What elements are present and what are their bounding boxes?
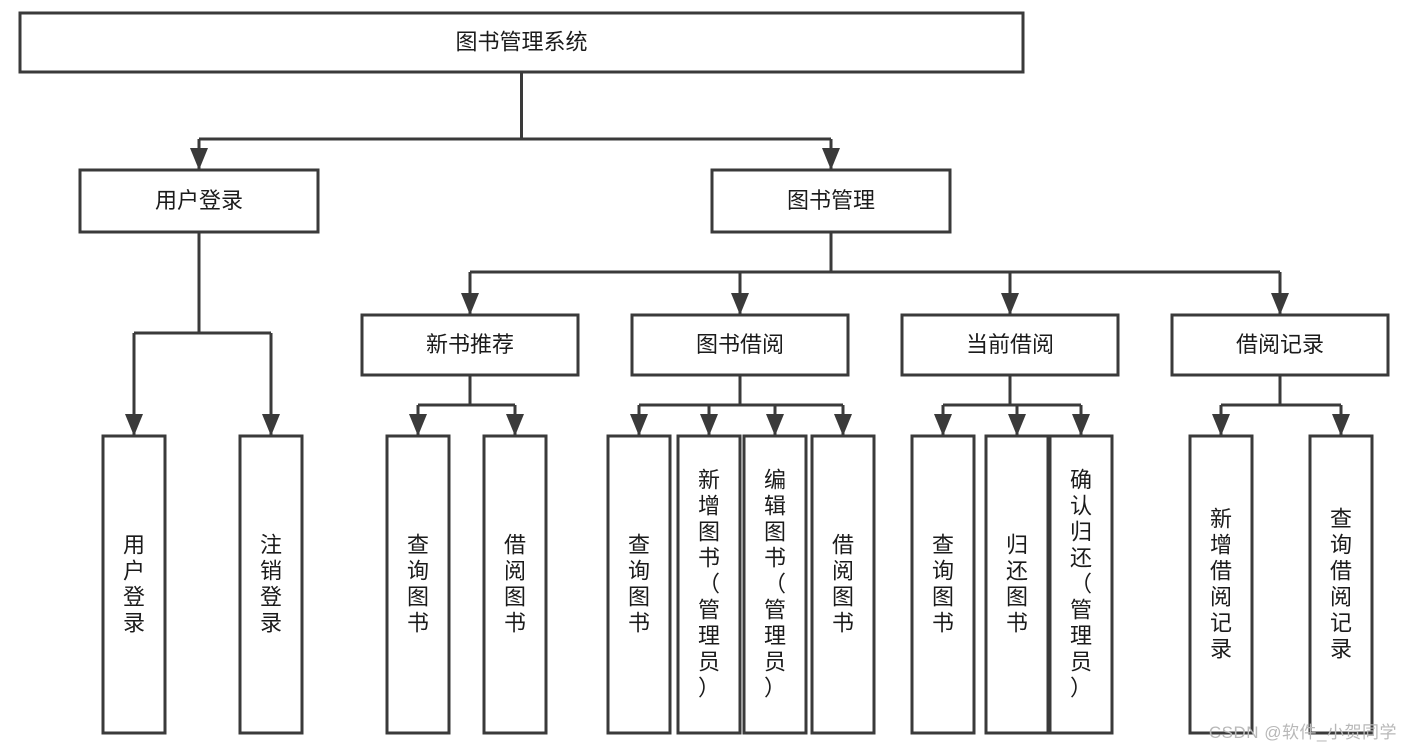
node-level2-3-box[interactable]	[1170, 313, 1390, 377]
l2-0-to-leaves-arrow-icon-0	[409, 414, 427, 436]
node-leaf-6-box[interactable]	[742, 434, 808, 735]
node-leaf-4-box[interactable]	[606, 434, 672, 735]
l2-2-to-leaves-arrow-icon-0	[934, 414, 952, 436]
l2-1-to-leaves-arrow-icon-2	[766, 414, 784, 436]
node-leaf-6-label: 编辑图书（管理员）	[764, 468, 786, 701]
node-leaf-5-label: 新增图书（管理员）	[698, 468, 720, 701]
node-leaf-11-label: 新增借阅记录	[1210, 507, 1232, 662]
node-level1-1[interactable]: 图书管理	[710, 168, 952, 234]
node-level2-1-label: 图书借阅	[696, 332, 784, 357]
node-level2-0[interactable]: 新书推荐	[360, 313, 580, 377]
node-level2-1-box[interactable]	[630, 313, 850, 377]
node-leaf-12-label: 查询借阅记录	[1330, 507, 1352, 662]
node-root-system-box[interactable]	[18, 11, 1025, 74]
login-to-leaves-arrow-icon-0	[125, 414, 143, 436]
books-to-level2-arrow-icon-3	[1271, 293, 1289, 315]
node-leaf-7[interactable]: 借阅图书	[810, 434, 876, 735]
node-leaf-11-box[interactable]	[1188, 434, 1254, 735]
node-level2-3[interactable]: 借阅记录	[1170, 313, 1390, 377]
node-leaf-5-box[interactable]	[676, 434, 742, 735]
node-level2-0-box[interactable]	[360, 313, 580, 377]
books-to-level2-arrow-icon-0	[461, 293, 479, 315]
node-level2-3-label: 借阅记录	[1236, 332, 1324, 357]
node-level1-1-label: 图书管理	[787, 188, 875, 213]
node-leaf-0-box[interactable]	[101, 434, 167, 735]
root-to-level1-arrow-icon-0	[190, 148, 208, 170]
node-root-system-label: 图书管理系统	[455, 29, 587, 54]
l2-1-to-leaves-arrow-icon-1	[700, 414, 718, 436]
diagram-nodes: 图书管理系统用户登录图书管理新书推荐图书借阅当前借阅借阅记录用户登录注销登录查询…	[18, 11, 1390, 735]
node-leaf-1-label: 注销登录	[260, 533, 282, 636]
node-leaf-12[interactable]: 查询借阅记录	[1308, 434, 1374, 735]
node-leaf-10-box[interactable]	[1048, 434, 1114, 735]
node-leaf-3-label: 借阅图书	[504, 533, 526, 636]
csdn-watermark: CSDN @软件_小贺同学	[1208, 723, 1397, 742]
node-leaf-8-label: 查询图书	[932, 533, 954, 636]
login-to-leaves-arrow-icon-1	[262, 414, 280, 436]
node-leaf-2-box[interactable]	[385, 434, 451, 735]
node-leaf-0-label: 用户登录	[123, 533, 145, 636]
node-level2-2-label: 当前借阅	[966, 332, 1054, 357]
node-level2-0-label: 新书推荐	[426, 332, 514, 357]
node-leaf-9-box[interactable]	[984, 434, 1050, 735]
l2-1-to-leaves-arrow-icon-3	[834, 414, 852, 436]
l2-0-to-leaves-arrow-icon-1	[506, 414, 524, 436]
node-leaf-7-label: 借阅图书	[832, 533, 854, 636]
node-leaf-6[interactable]: 编辑图书（管理员）	[742, 434, 808, 735]
node-leaf-3[interactable]: 借阅图书	[482, 434, 548, 735]
node-leaf-5[interactable]: 新增图书（管理员）	[676, 434, 742, 735]
l2-2-to-leaves-arrow-icon-1	[1008, 414, 1026, 436]
node-level1-0-box[interactable]	[78, 168, 320, 234]
node-level1-0-label: 用户登录	[155, 188, 243, 213]
node-level2-2[interactable]: 当前借阅	[900, 313, 1120, 377]
l2-1-to-leaves-arrow-icon-0	[630, 414, 648, 436]
node-leaf-4[interactable]: 查询图书	[606, 434, 672, 735]
node-leaf-10-label: 确认归还（管理员）	[1070, 468, 1092, 701]
connector-edges	[125, 72, 1350, 436]
node-leaf-9-label: 归还图书	[1006, 533, 1028, 636]
books-to-level2-arrow-icon-2	[1001, 293, 1019, 315]
l2-3-to-leaves-arrow-icon-1	[1332, 414, 1350, 436]
node-leaf-12-box[interactable]	[1308, 434, 1374, 735]
node-level2-1[interactable]: 图书借阅	[630, 313, 850, 377]
node-root-system[interactable]: 图书管理系统	[18, 11, 1025, 74]
node-leaf-1[interactable]: 注销登录	[238, 434, 304, 735]
node-leaf-2[interactable]: 查询图书	[385, 434, 451, 735]
node-leaf-1-box[interactable]	[238, 434, 304, 735]
books-to-level2-arrow-icon-1	[731, 293, 749, 315]
node-leaf-0[interactable]: 用户登录	[101, 434, 167, 735]
node-leaf-4-label: 查询图书	[628, 533, 650, 636]
node-leaf-10[interactable]: 确认归还（管理员）	[1048, 434, 1114, 735]
node-level2-2-box[interactable]	[900, 313, 1120, 377]
node-leaf-2-label: 查询图书	[407, 533, 429, 636]
l2-2-to-leaves-arrow-icon-2	[1072, 414, 1090, 436]
node-leaf-11[interactable]: 新增借阅记录	[1188, 434, 1254, 735]
node-leaf-3-box[interactable]	[482, 434, 548, 735]
node-level1-0[interactable]: 用户登录	[78, 168, 320, 234]
node-leaf-8-box[interactable]	[910, 434, 976, 735]
root-to-level1-arrow-icon-1	[822, 148, 840, 170]
node-leaf-8[interactable]: 查询图书	[910, 434, 976, 735]
l2-3-to-leaves-arrow-icon-0	[1212, 414, 1230, 436]
node-leaf-9[interactable]: 归还图书	[984, 434, 1050, 735]
node-leaf-7-box[interactable]	[810, 434, 876, 735]
node-level1-1-box[interactable]	[710, 168, 952, 234]
